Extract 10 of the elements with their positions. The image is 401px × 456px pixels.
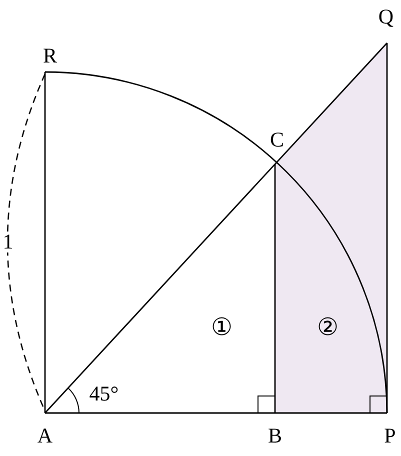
angle-label: 45° (89, 384, 119, 404)
point-label: C (270, 130, 284, 150)
point-label: A (37, 426, 53, 446)
point-label: P (384, 426, 396, 446)
point-label: Q (378, 6, 394, 28)
length-label: 1 (2, 232, 14, 252)
region-number: ② (317, 316, 339, 340)
region-number: ① (211, 316, 233, 340)
point-label: R (43, 46, 57, 66)
point-label: B (268, 426, 282, 446)
